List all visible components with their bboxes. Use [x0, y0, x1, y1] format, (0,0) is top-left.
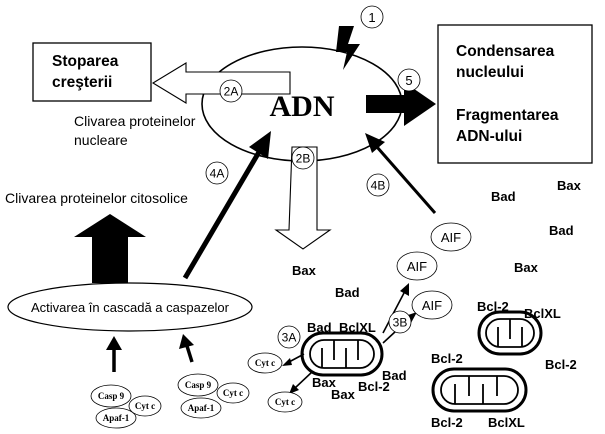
growth-stop-line2: creşterii: [52, 74, 112, 91]
mitochondrion-icon: [477, 310, 543, 356]
apoptosome2-casp9-label: Casp 9: [185, 380, 212, 390]
mito-right-mid-bcl2a: Bcl-2: [431, 351, 463, 366]
mito-left-bcl2: Bcl-2: [358, 379, 390, 394]
badge-4b-circle: [366, 173, 390, 197]
cytc-bubble2: [267, 391, 303, 413]
badge-2a: 2A: [224, 85, 239, 99]
badge-5-circle: [397, 68, 421, 92]
growth-stop-line1: Stoparea: [52, 53, 119, 70]
apoptosome2-cytc: [216, 382, 250, 404]
apoptosome-right-arrow-head: [179, 334, 194, 349]
cytc-release-arrow2: [294, 371, 313, 389]
arrow-2b: [274, 146, 332, 250]
apoptosome2-cytc-label: Cyt c: [223, 388, 243, 398]
aif-bubble3-label: AIF: [422, 298, 442, 313]
cytc-release-arrow2-head: [289, 384, 299, 394]
nucleus-outcome-box: [437, 24, 593, 164]
apoptosome1-apaf1-label: Apaf-1: [103, 413, 130, 423]
mito-right-mid-bcl2b: Bcl-2: [545, 357, 577, 372]
badge-3b: 3B: [393, 316, 408, 330]
aif-bubble2-label: AIF: [407, 259, 427, 274]
arrow-4b-shaft: [375, 146, 437, 214]
mito-right-top-bclxl: BclXL: [524, 306, 561, 321]
lightning-bolt-icon: [336, 26, 360, 70]
badge-5: 5: [405, 73, 412, 88]
nuclear-cleavage-line1: Clivarea proteinelor: [74, 113, 196, 129]
cytosolic-up-arrow: [74, 214, 146, 283]
cytosolic-cleavage-label: Clivarea proteinelor citosolice: [5, 190, 188, 206]
badge-1: 1: [368, 10, 375, 25]
mito-left-bax1: Bax: [312, 375, 337, 390]
badge-2b-circle: [291, 146, 315, 170]
apoptosome-left-arrow-head: [106, 336, 122, 350]
nucleus-line4: ADN-ului: [456, 128, 522, 145]
apoptosome2-apaf1: [180, 397, 222, 419]
mito-right-bot-bclxl: BclXL: [488, 415, 525, 430]
apoptosome1-casp9-label: Casp 9: [98, 391, 125, 401]
bax-r1: Bax: [557, 178, 582, 193]
bax-mid: Bax: [292, 263, 317, 278]
nucleus-line2: nucleului: [456, 64, 524, 81]
arrow-5: [366, 82, 436, 126]
aif-release-arrow1-head: [400, 283, 409, 296]
bad-r1: Bad: [491, 189, 516, 204]
aif-bubble1-label: AIF: [441, 230, 461, 245]
badge-4b: 4B: [371, 179, 386, 193]
mito-left-bad2: Bad: [382, 368, 407, 383]
badge-2b: 2B: [296, 152, 311, 166]
apoptosome1-casp9: [90, 384, 132, 408]
cytc-released2-label: Cyt c: [275, 397, 295, 407]
mito-left-bclxl: BclXL: [339, 320, 376, 335]
badge-4a-circle: [205, 161, 229, 185]
aif-bubble3: [411, 290, 453, 320]
dna-label: ADN: [270, 90, 335, 123]
bad-r2: Bad: [549, 223, 574, 238]
nucleus-line1: Condensarea: [456, 43, 555, 60]
aif-release-arrow2-head: [405, 312, 417, 323]
mitochondrion-icon: [431, 367, 528, 413]
arrow-4b-head: [365, 133, 385, 153]
nucleus-line3: Fragmentarea: [456, 107, 559, 124]
badge-1-circle: [360, 5, 384, 29]
apoptosome2-apaf1-label: Apaf-1: [188, 403, 215, 413]
badge-4a: 4A: [210, 167, 225, 181]
apoptosome1-apaf1: [95, 407, 137, 429]
mito-left-bax2: Bax: [331, 387, 356, 402]
apoptosome2-casp9: [177, 373, 219, 397]
apoptosome1-cytc-label: Cyt c: [135, 401, 155, 411]
apoptosome-right-arrow-shaft: [185, 345, 194, 363]
aif-bubble1: [430, 222, 472, 252]
mitochondrion-icon: [300, 331, 384, 377]
mito-left-bad: Bad: [307, 320, 332, 335]
cytc-released1-label: Cyt c: [255, 358, 275, 368]
growth-stop-box: [32, 42, 152, 102]
bad-mid: Bad: [335, 285, 360, 300]
arrow-2a: [151, 62, 291, 104]
caspase-cascade-ellipse: [7, 282, 253, 332]
arrow-4a-head: [249, 131, 271, 159]
bax-r2: Bax: [514, 260, 539, 275]
cytc-release-arrow1-head: [282, 358, 292, 366]
cytc-release-arrow1: [288, 353, 305, 363]
badge-2a-circle: [219, 79, 243, 103]
arrow-4a-shaft: [182, 150, 262, 280]
cytc-bubble1: [247, 352, 283, 374]
apoptosome1-cytc: [128, 395, 162, 417]
nuclear-cleavage-line2: nucleare: [74, 132, 128, 148]
mito-right-bot-bcl2: Bcl-2: [431, 415, 463, 430]
badge-3a: 3A: [282, 331, 297, 345]
mito-right-top-bcl2: Bcl-2: [477, 299, 509, 314]
badge-3b-circle: [388, 310, 412, 334]
badge-3a-circle: [277, 325, 301, 349]
caspase-cascade-label: Activarea în cascadă a caspazelor: [31, 300, 230, 315]
aif-bubble2: [396, 251, 438, 281]
